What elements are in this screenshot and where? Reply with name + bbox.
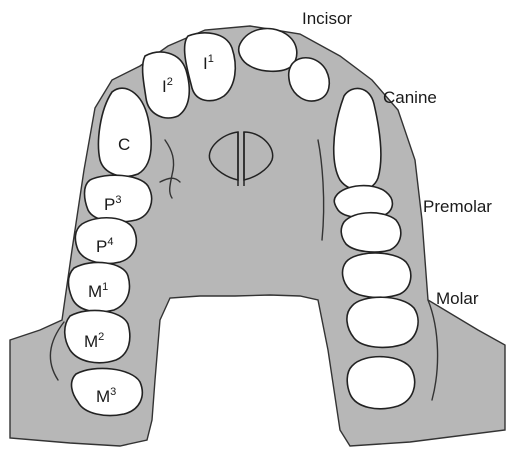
tooth-molar-m1-right xyxy=(343,253,411,297)
tooth-molar-m2-right xyxy=(347,297,418,347)
label-premolar: Premolar xyxy=(423,197,492,216)
tooth-molar-m3-right xyxy=(347,357,414,409)
label-c: C xyxy=(118,135,130,154)
label-incisor: Incisor xyxy=(302,9,352,28)
tooth-central-incisor-right xyxy=(239,29,297,72)
tooth-premolar-p4-right xyxy=(341,213,401,252)
tooth-central-incisor-left xyxy=(185,33,236,101)
label-canine: Canine xyxy=(383,88,437,107)
tooth-canine-right xyxy=(334,88,381,190)
label-molar: Molar xyxy=(436,289,479,308)
